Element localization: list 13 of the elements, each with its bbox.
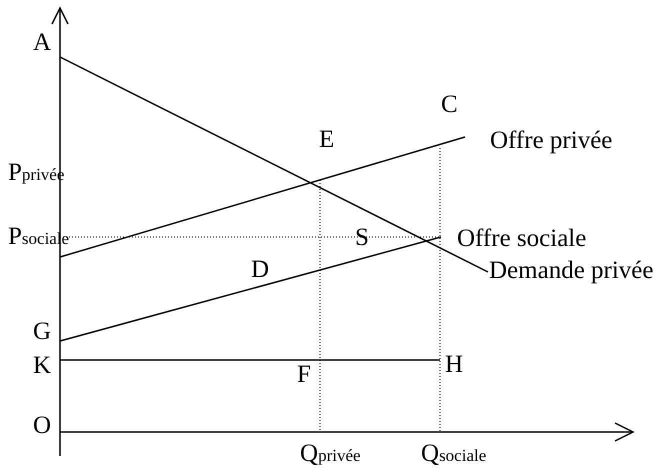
axis-label: F bbox=[297, 362, 311, 387]
axis-label: O bbox=[33, 413, 52, 438]
axis-label: A bbox=[33, 30, 52, 55]
axis-label: Demande privée bbox=[489, 258, 654, 283]
axis-label: Offre sociale bbox=[457, 226, 586, 251]
axis-label: C bbox=[441, 92, 458, 117]
axis-label: H bbox=[445, 352, 464, 377]
axis-label: Offre privée bbox=[490, 128, 612, 153]
axis-label: D bbox=[251, 257, 270, 282]
axis-label: E bbox=[319, 127, 334, 152]
axis-label: K bbox=[33, 353, 52, 378]
axis-label: S bbox=[355, 225, 369, 250]
axis-label: G bbox=[33, 319, 52, 344]
